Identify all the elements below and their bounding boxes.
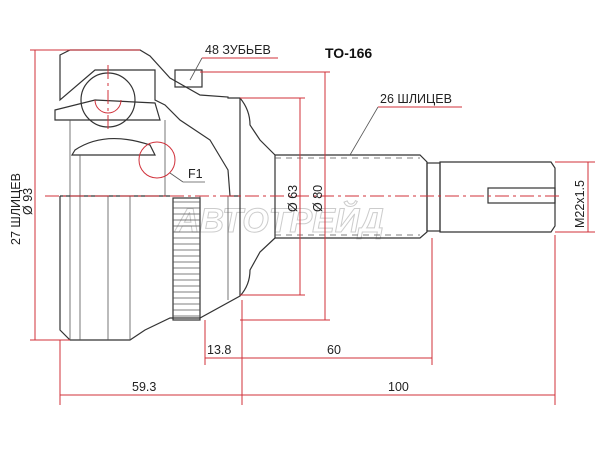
teeth-label: 48 ЗУБЬЕВ xyxy=(205,43,271,57)
detail-circle xyxy=(138,141,176,179)
outer-splines-label: 26 ШЛИЦЕВ xyxy=(380,92,452,106)
threaded-end xyxy=(439,161,556,233)
inner-splines-label: 27 ШЛИЦЕВ xyxy=(9,173,23,245)
flange-diameter-label: Ø 80 xyxy=(311,185,325,212)
part-number: TO-166 xyxy=(325,45,372,61)
watermark: АВТОТРЕЙД xyxy=(174,201,384,240)
outer-diameter-label: Ø 93 xyxy=(21,188,35,215)
thread-label: M22x1.5 xyxy=(573,180,587,228)
shaft-length-label: 100 xyxy=(388,380,409,394)
housing-length-label: 59.3 xyxy=(132,380,156,394)
abs-length-label: 13.8 xyxy=(207,343,231,357)
dimension-lines xyxy=(30,49,595,405)
spline-length-label: 60 xyxy=(327,343,341,357)
neck-diameter-label: Ø 63 xyxy=(286,185,300,212)
detail-label: F1 xyxy=(188,167,203,181)
abs-ring xyxy=(172,197,201,321)
